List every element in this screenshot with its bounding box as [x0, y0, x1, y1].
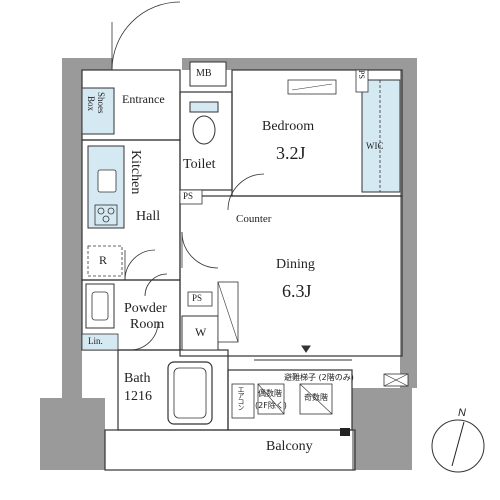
hatch-right-note: 奇数階 [304, 393, 328, 402]
mb-label: MB [196, 68, 212, 79]
sliding-door [254, 345, 352, 361]
toilet-label: Toilet [183, 157, 216, 172]
door-swings [111, 1, 265, 351]
box-label: Box [86, 96, 96, 112]
washer-area [181, 315, 219, 351]
room-outlines [81, 69, 403, 471]
compass-north-label: N [458, 407, 466, 419]
powder-room-label-1: Powder [124, 301, 167, 316]
linen-label: Lin. [88, 336, 103, 346]
evacuation-ladder-note: 避難梯子 (2階のみ) [284, 373, 354, 382]
dining-name: Dining [276, 257, 315, 272]
dining-size: 6.3J [282, 281, 312, 301]
ps-top-box [355, 69, 369, 93]
ps-top-label: PS [357, 70, 366, 79]
counter-label: Counter [236, 213, 272, 225]
shoes-box [81, 87, 115, 135]
toilet-bowl-icon [189, 101, 219, 145]
bedroom-size: 3.2J [276, 143, 306, 163]
compass-icon [431, 419, 485, 473]
stove-icon [94, 204, 118, 226]
hatch-left-note-1: 偶数階 [258, 389, 282, 398]
kitchen-label: Kitchen [128, 150, 143, 195]
bathtub [167, 361, 213, 425]
hatch-left-note-2: (2F除く) [255, 401, 287, 410]
bath-label-2: 1216 [124, 389, 152, 404]
refrigerator-outline [87, 245, 123, 277]
linen-closet [81, 333, 119, 351]
entrance-label: Entrance [122, 92, 165, 106]
ps-powder-label: PS [192, 293, 203, 303]
outdoor-unit-note: エアコン [237, 386, 245, 410]
balcony-label: Balcony [266, 439, 313, 454]
hall-label: Hall [136, 209, 161, 224]
outdoor-unit [231, 383, 255, 419]
wic-closet [361, 79, 401, 193]
bedroom-name: Bedroom [262, 119, 315, 134]
mb-box [189, 61, 227, 87]
washer-label: W [195, 325, 207, 339]
refrigerator-label: R [99, 253, 108, 267]
sink-icon [97, 169, 117, 193]
wic-label: WIC [366, 141, 384, 151]
bath-label-1: Bath [124, 371, 151, 386]
ps-powder-box [187, 291, 213, 307]
ps-toilet-box [179, 189, 203, 205]
shoes-label: Shoes [96, 92, 106, 114]
powder-room-label-2: Room [130, 317, 165, 332]
ps-toilet-label: PS [183, 191, 194, 201]
